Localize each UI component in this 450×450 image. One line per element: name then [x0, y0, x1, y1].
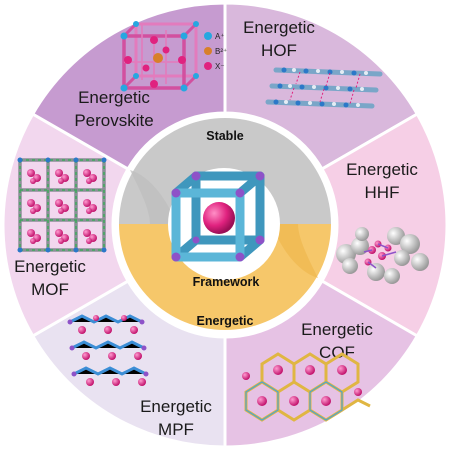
mof-structure-icon	[17, 157, 107, 253]
legend-x-label: X⁻	[215, 62, 225, 71]
cof-structure-icon	[242, 352, 371, 422]
mof-label-line2: MOF	[31, 280, 69, 299]
perovskite-legend: A⁺ B²⁺ X⁻	[204, 32, 227, 71]
hhf-label-line1: Energetic	[346, 160, 418, 179]
hhf-label-line2: HHF	[365, 183, 400, 202]
hof-label-line1: Energetic	[243, 18, 315, 37]
stable-label: Stable	[206, 129, 244, 143]
legend-a-icon	[204, 32, 212, 40]
perovskite-structure-icon	[120, 21, 199, 92]
mpf-label-line2: MPF	[158, 420, 194, 439]
cof-label-line1: Energetic	[301, 320, 373, 339]
hof-structure-icon	[265, 67, 383, 109]
mof-label-line1: Energetic	[14, 257, 86, 276]
perovskite-label-line2: Perovskite	[74, 111, 153, 130]
legend-b-icon	[204, 47, 212, 55]
hhf-structure-icon	[336, 227, 429, 284]
legend-x-icon	[204, 62, 212, 70]
framework-cube-icon	[171, 171, 265, 262]
legend-a-label: A⁺	[215, 32, 225, 41]
mpf-label-line1: Energetic	[140, 397, 212, 416]
perovskite-label-line1: Energetic	[78, 88, 150, 107]
energetic-swirl	[272, 224, 318, 278]
mpf-structure-icon	[67, 314, 149, 386]
hof-label-line2: HOF	[261, 41, 297, 60]
framework-label: Framework	[193, 275, 260, 289]
segment-labels: Energetic HOF Energetic HHF Energetic CO…	[14, 18, 418, 439]
legend-b-label: B²⁺	[215, 47, 227, 56]
energetic-label: Energetic	[197, 314, 254, 328]
stable-swirl	[130, 170, 176, 224]
